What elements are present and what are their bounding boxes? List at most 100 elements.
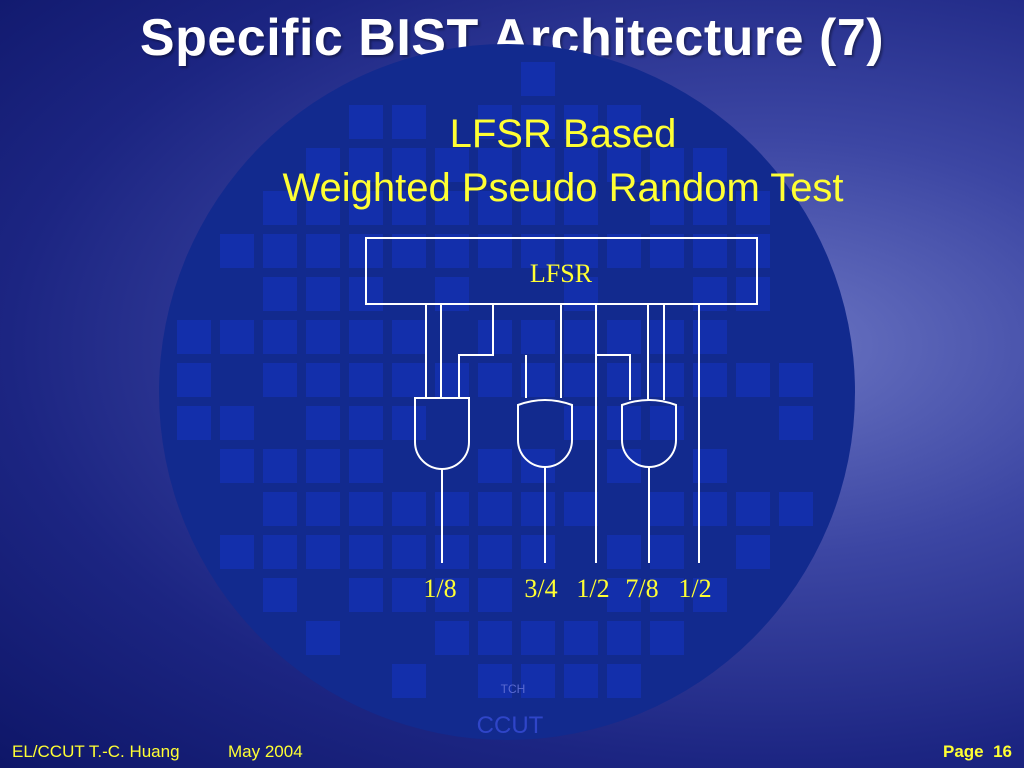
- wafer-die: [693, 578, 727, 612]
- wafer-die: [736, 277, 770, 311]
- wafer-die: [349, 191, 383, 225]
- wafer-label-ccut: CCUT: [477, 712, 544, 739]
- wafer-die: [779, 492, 813, 526]
- wafer-die: [435, 621, 469, 655]
- wafer-die: [263, 449, 297, 483]
- wafer-die: [349, 320, 383, 354]
- wafer-die: [650, 578, 684, 612]
- wiring: [414, 304, 700, 563]
- wafer-die: [306, 621, 340, 655]
- wafer-die: [435, 234, 469, 268]
- wafer-die: [349, 578, 383, 612]
- wafer-die: [521, 62, 555, 96]
- wafer-die: [306, 277, 340, 311]
- footer-page: Page 16: [943, 742, 1012, 762]
- wafer-die: [478, 191, 512, 225]
- weight-label-2: 3/4: [524, 574, 557, 603]
- wafer-die: [349, 105, 383, 139]
- wafer-die: [392, 578, 426, 612]
- wafer-die: [306, 492, 340, 526]
- wafer-die: [478, 492, 512, 526]
- subtitle-line-1: LFSR Based: [449, 112, 677, 156]
- weight-label-3: 1/2: [576, 574, 609, 603]
- wafer-die: [521, 105, 555, 139]
- wafer-die: [478, 105, 512, 139]
- wafer-die: [478, 664, 512, 698]
- wafer-die: [306, 363, 340, 397]
- wafer-die: [521, 148, 555, 182]
- wafer-die: [607, 105, 641, 139]
- wafer-die: [607, 578, 641, 612]
- wafer-die: [607, 234, 641, 268]
- wafer-die: [263, 535, 297, 569]
- wafer-die: [220, 234, 254, 268]
- wafer-die: [521, 191, 555, 225]
- wafer-die: [306, 234, 340, 268]
- wafer-die: [220, 320, 254, 354]
- wafer-die: [607, 406, 641, 440]
- wafer-die: [564, 363, 598, 397]
- wafer-tiles: [177, 62, 813, 698]
- wafer-die: [392, 105, 426, 139]
- wafer-die: [564, 492, 598, 526]
- wafer-die: [478, 363, 512, 397]
- wafer-die: [650, 191, 684, 225]
- wafer-die: [392, 191, 426, 225]
- wafer-die: [607, 148, 641, 182]
- wafer-die: [306, 449, 340, 483]
- wafer-die: [564, 320, 598, 354]
- wafer-die: [607, 621, 641, 655]
- page-number: 16: [993, 742, 1012, 761]
- subtitle-line-2: Weighted Pseudo Random Test: [282, 166, 844, 210]
- wire-c1: [596, 354, 631, 400]
- wafer-die: [392, 535, 426, 569]
- wafer-die: [392, 363, 426, 397]
- wafer-die: [521, 234, 555, 268]
- wafer-die: [736, 191, 770, 225]
- wafer-die: [435, 535, 469, 569]
- wafer-die: [220, 535, 254, 569]
- wafer-die: [263, 277, 297, 311]
- wafer-die: [435, 191, 469, 225]
- wafer-die: [349, 148, 383, 182]
- weight-label-5: 1/2: [678, 574, 711, 603]
- wafer-die: [521, 535, 555, 569]
- wafer-die: [478, 535, 512, 569]
- wafer-die: [650, 406, 684, 440]
- wafer-die: [263, 234, 297, 268]
- wafer-die: [736, 535, 770, 569]
- wafer-die: [392, 320, 426, 354]
- wafer-die: [435, 492, 469, 526]
- wafer-die: [650, 621, 684, 655]
- wafer-die: [736, 363, 770, 397]
- wafer-die: [392, 234, 426, 268]
- wafer-die: [564, 105, 598, 139]
- wafer-die: [564, 234, 598, 268]
- weight-label-4: 7/8: [625, 574, 658, 603]
- or-gate-2: [517, 399, 573, 468]
- wafer-die: [306, 320, 340, 354]
- wafer-die: [650, 234, 684, 268]
- wafer-die: [564, 406, 598, 440]
- wafer-die: [693, 191, 727, 225]
- wafer-die: [263, 578, 297, 612]
- wafer-die: [220, 406, 254, 440]
- wafer-die: [607, 449, 641, 483]
- and-gate-1: [414, 397, 470, 470]
- wafer-die: [478, 234, 512, 268]
- wafer-die: [263, 320, 297, 354]
- wafer-die: [650, 535, 684, 569]
- output-weights: 1/8 3/4 1/2 7/8 1/2: [423, 574, 711, 603]
- wafer-die: [478, 320, 512, 354]
- or-gate-3: [621, 399, 677, 468]
- wafer-die: [693, 234, 727, 268]
- wafer-die: [564, 621, 598, 655]
- wafer-die: [521, 492, 555, 526]
- weight-label-1: 1/8: [423, 574, 456, 603]
- wafer-die: [478, 578, 512, 612]
- page-label: Page: [942, 742, 984, 761]
- wafer-die: [607, 363, 641, 397]
- wafer-die: [779, 406, 813, 440]
- wafer-die: [607, 535, 641, 569]
